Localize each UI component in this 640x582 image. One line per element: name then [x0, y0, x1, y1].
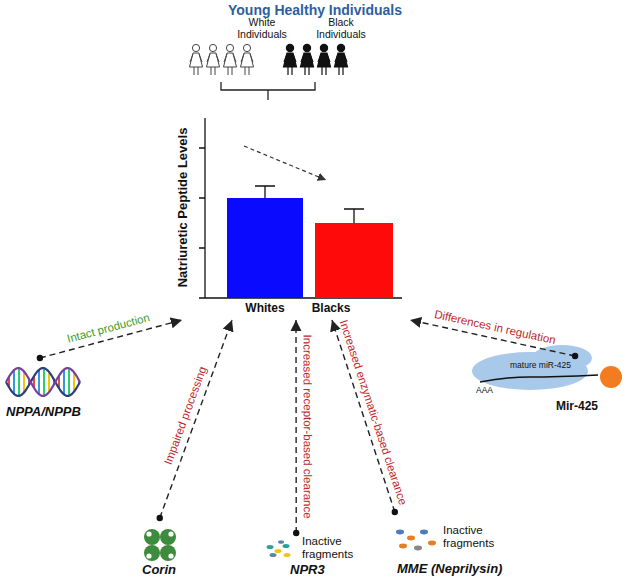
dashed-connector	[332, 320, 395, 512]
fragment	[428, 541, 436, 546]
person-icon	[241, 44, 254, 75]
fragment	[414, 546, 422, 551]
npr3-fragments	[267, 540, 291, 557]
y-axis	[204, 118, 205, 298]
fragment	[420, 530, 428, 535]
person-icon	[301, 44, 314, 75]
whites-bar	[227, 198, 303, 298]
fragment	[396, 530, 404, 535]
node-text: MME (Neprilysin)	[397, 562, 502, 577]
dna-rung	[23, 371, 25, 392]
microrna-node: mature miR-425AAA Mir-425	[462, 356, 630, 417]
person-icon	[207, 44, 220, 75]
dashed-connector	[295, 320, 297, 533]
connector-dot	[37, 355, 43, 361]
axis-category: Blacks	[301, 302, 361, 316]
group-label: Black Individuals	[309, 16, 373, 40]
node-text: NPPA/NPPB	[6, 405, 81, 420]
connector-label: Intact production	[65, 312, 151, 347]
node-text: mature miR-425	[510, 361, 571, 371]
bar-chart	[199, 118, 402, 298]
node-text: NPR3	[290, 563, 325, 578]
node-text: Corin	[142, 563, 176, 578]
corin-notch	[168, 531, 173, 536]
person-icon	[190, 44, 203, 75]
person-icon	[224, 44, 237, 75]
corin-notch	[146, 531, 151, 536]
person-icon	[335, 44, 348, 75]
corin-lobe	[160, 545, 176, 561]
node-text: AAA	[476, 386, 493, 396]
enzyme-node: Inactive fragmentsMME (Neprilysin)	[385, 512, 525, 580]
connector-dot	[572, 353, 578, 359]
fragment	[407, 536, 415, 541]
dna-rung	[63, 369, 65, 394]
trend-arrow	[244, 146, 326, 180]
fragment	[399, 544, 407, 549]
dna-rung	[73, 372, 75, 391]
corin-notch	[168, 553, 173, 558]
dna-strand	[6, 368, 80, 396]
error-bar	[344, 209, 364, 223]
axis-category: Whites	[235, 302, 295, 316]
axis-title: Natriuretic Peptide Levels	[176, 107, 191, 307]
error-bar	[255, 186, 275, 198]
connector-dot	[293, 530, 299, 536]
mrna-strand	[480, 375, 598, 382]
corin-notch	[146, 553, 151, 558]
connector-label: Increased receptor-based clearance	[300, 335, 313, 519]
fragment	[270, 553, 277, 557]
corin-icon	[144, 529, 176, 561]
dashed-connector	[160, 320, 232, 518]
corin-lobe	[144, 529, 160, 545]
protein-circle	[600, 366, 622, 388]
corin-lobe	[160, 529, 176, 545]
group-bracket	[221, 82, 315, 100]
axis-ticks	[199, 148, 205, 298]
node-text: Inactive fragments	[443, 524, 519, 550]
person-icon	[284, 44, 297, 75]
node-text: Inactive fragments	[302, 535, 374, 561]
white-individuals-icons	[190, 44, 254, 75]
fragment	[275, 549, 282, 553]
connector-label: Increased enzymatic-based clearance	[337, 319, 410, 507]
gene-node: NPPA/NPPB	[4, 358, 96, 423]
dna-strand	[6, 368, 80, 396]
black-individuals-icons	[284, 44, 348, 75]
person-icon	[318, 44, 331, 75]
connector-label: Differences in regulation	[433, 308, 557, 347]
enzyme-node: Corin	[130, 518, 192, 581]
node-text: Mir-425	[556, 400, 598, 414]
connector-label: Impaired processing	[162, 365, 210, 467]
chart-panel: Natriuretic Peptide Levels	[160, 112, 422, 320]
receptor-node: Inactive fragmentsNPR3	[262, 533, 380, 581]
fragment	[283, 544, 290, 548]
connector-dot	[392, 509, 398, 515]
dna-rung	[48, 372, 50, 392]
mir425-icon	[472, 345, 622, 390]
diagram-title: Young Healthy Individuals	[150, 2, 480, 18]
dna-rung	[38, 370, 40, 394]
group-label: White Individuals	[230, 16, 294, 40]
mme-fragments	[396, 530, 436, 551]
dna-rung	[18, 368, 20, 396]
dna-rung	[43, 368, 45, 396]
dna-rung	[13, 370, 15, 394]
fragment	[284, 553, 291, 557]
blacks-bar	[315, 223, 393, 298]
dna-rung	[68, 368, 70, 396]
fragment	[278, 540, 284, 544]
fragment	[267, 545, 274, 549]
connector-dot	[157, 515, 163, 521]
corin-lobe	[144, 545, 160, 561]
dna-icon	[6, 368, 80, 396]
